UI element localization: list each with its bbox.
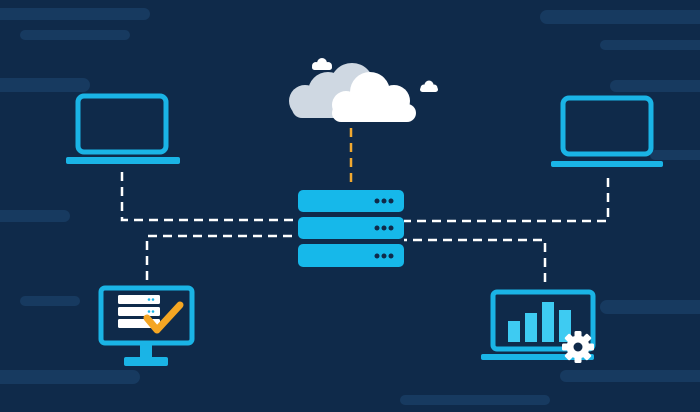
connector-left-laptop-server (120, 172, 298, 222)
monitor-server-check-icon (98, 285, 195, 366)
cloud-icon (289, 58, 438, 122)
background-streaks (0, 8, 700, 405)
checkmark-icon (143, 301, 184, 334)
server-unit-3 (298, 244, 404, 267)
server-unit-1 (298, 190, 404, 212)
laptop-right-icon (551, 95, 663, 167)
server-unit-2 (298, 217, 404, 239)
connectors (120, 128, 610, 282)
gear-icon (562, 331, 594, 363)
server-stack-icon (298, 190, 404, 267)
server-leds (374, 198, 394, 259)
connector-right-monitor-server (404, 238, 547, 282)
monitor-chart-gear-icon (481, 289, 596, 363)
laptop-left-icon (66, 93, 180, 164)
bar-chart-icon (508, 302, 571, 342)
